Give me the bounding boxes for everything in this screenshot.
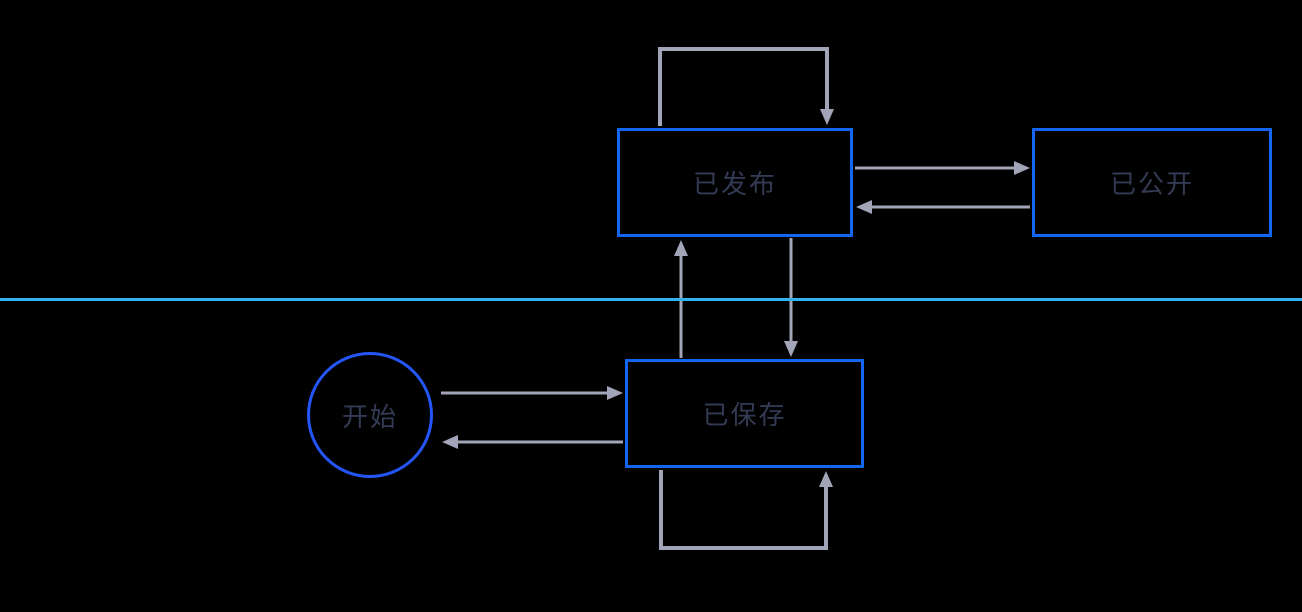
node-published-label: 已发布: [692, 170, 777, 200]
node-saved[interactable]: 已保存: [625, 359, 864, 468]
edge-saved-self-loop: [659, 470, 833, 550]
node-public[interactable]: 已公开: [1032, 128, 1272, 237]
node-saved-label: 已保存: [702, 401, 787, 431]
node-published[interactable]: 已发布: [617, 128, 853, 237]
node-public-label: 已公开: [1109, 170, 1194, 200]
node-start[interactable]: 开始: [307, 352, 433, 478]
swimlane-divider: [0, 298, 1302, 301]
node-start-label: 开始: [341, 402, 398, 433]
edge-published-self-loop: [658, 47, 834, 126]
